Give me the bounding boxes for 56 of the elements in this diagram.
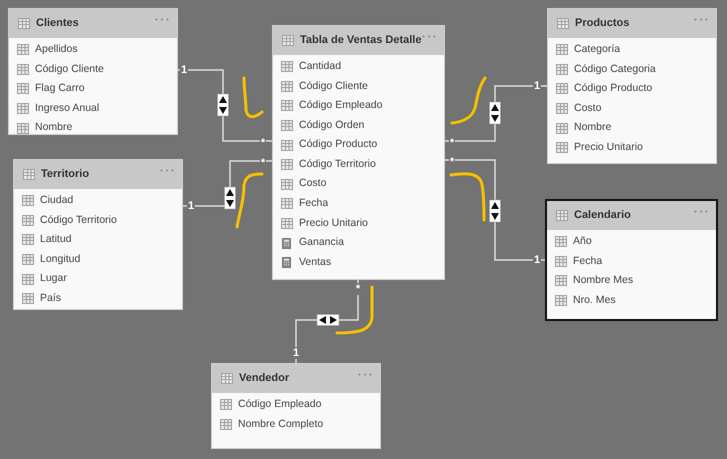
field-name: Código Cliente — [35, 62, 104, 77]
table-title: Vendedor — [239, 371, 290, 386]
field-name: Cantidad — [299, 58, 342, 74]
cardinality-label: 1 — [186, 200, 196, 212]
relationship-line — [445, 85, 547, 142]
table-title: Productos — [575, 16, 630, 32]
field-name: Categoría — [574, 42, 620, 57]
field-name: Nombre Completo — [238, 416, 324, 432]
table-title: Territorio — [41, 167, 90, 182]
field-name: Código Cliente — [299, 78, 368, 94]
field-name: Ventas — [299, 254, 332, 270]
table-card — [272, 25, 445, 280]
cardinality-label: 1 — [532, 254, 542, 266]
table-card — [211, 363, 381, 449]
field-name: Longitud — [40, 252, 80, 267]
cardinality-label: 1 — [532, 80, 542, 92]
relationship-line — [183, 160, 272, 207]
field-name: Nombre Mes — [573, 273, 634, 288]
field-name: Fecha — [299, 196, 328, 212]
field-name: Código Empleado — [238, 396, 322, 412]
field-name: Costo — [299, 176, 326, 192]
field-name: Latitud — [40, 232, 72, 248]
field-name: Costo — [574, 100, 602, 116]
field-name: Apellidos — [35, 42, 78, 57]
field-name: Ciudad — [40, 192, 74, 208]
table-card — [8, 8, 178, 135]
table-title: Calendario — [574, 208, 631, 224]
field-name: País — [40, 290, 62, 306]
relationship-line — [445, 159, 545, 261]
field-name: Precio Unitario — [299, 216, 368, 231]
table-card — [545, 199, 718, 321]
field-name: Código Territorio — [40, 212, 117, 228]
field-name: Año — [573, 234, 592, 249]
cardinality-label: * — [354, 283, 362, 295]
cardinality-label: 1 — [180, 64, 188, 76]
field-name: Nombre — [35, 120, 72, 136]
field-name: Ganancia — [299, 235, 344, 250]
field-name: Lugar — [40, 271, 67, 286]
field-name: Código Categoria — [574, 62, 656, 77]
field-name: Fecha — [573, 254, 602, 269]
table-title: Clientes — [36, 16, 79, 32]
table-card — [547, 8, 717, 164]
field-name: Código Producto — [299, 137, 378, 152]
field-name: Precio Unitario — [574, 140, 643, 155]
relationship-line — [295, 280, 359, 363]
field-name: Código Producto — [574, 81, 652, 96]
field-name: Código Empleado — [299, 98, 382, 114]
field-name: Flag Carro — [35, 81, 85, 96]
cardinality-label: 1 — [292, 347, 300, 359]
table-title: Tabla de Ventas Detalle — [300, 33, 422, 48]
field-name: Código Territorio — [299, 156, 376, 172]
field-name: Ingreso Anual — [35, 100, 100, 116]
field-name: Código Orden — [299, 118, 364, 133]
field-name: Nro. Mes — [573, 292, 616, 308]
table-card — [13, 159, 183, 310]
field-name: Nombre — [574, 120, 612, 136]
